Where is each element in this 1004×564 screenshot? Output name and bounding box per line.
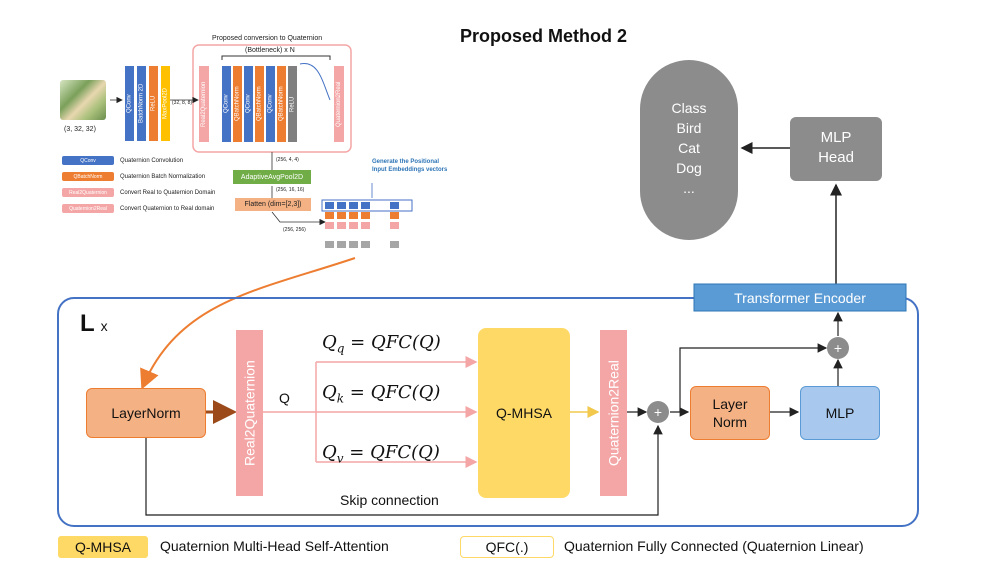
footer-tag-mhsa: Q-MHSA	[58, 536, 148, 558]
repeat-l: L	[80, 310, 95, 337]
legend-desc-qbn: Quaternion Batch Normalization	[120, 173, 206, 180]
eq-q: Qq = QFC(Q)	[322, 332, 441, 356]
add-node-2-label: +	[833, 340, 843, 356]
embedding-grid	[321, 199, 413, 212]
bn-qbn-3: QBatchNorm	[277, 66, 286, 142]
add-node-2	[827, 337, 849, 359]
eq-q-sub: q	[336, 341, 345, 356]
quaternion2real-block: Quaternion2Real	[600, 330, 627, 496]
input-image	[60, 80, 106, 120]
eq-v-sub: v	[336, 451, 344, 466]
footer-desc-qfc: Quaternion Fully Connected (Quaternion L…	[564, 538, 864, 554]
eq-k-lhs: Q	[322, 382, 337, 403]
bottleneck-label: (Bottleneck) x N	[245, 47, 295, 54]
eq-k-sub: k	[336, 391, 345, 406]
footer-tag-qfc: QFC(.)	[460, 536, 554, 558]
pool-block: AdaptiveAvgPool2D	[233, 170, 311, 184]
eq-v-lhs: Q	[322, 442, 337, 463]
page-title: Proposed Method 2	[460, 26, 628, 46]
class-dog: Dog	[676, 160, 702, 176]
class-pill	[640, 60, 738, 240]
repeat-x: x	[100, 318, 108, 334]
stem-relu: ReLU	[149, 66, 158, 141]
legend-tag-r2q: Real2Quaternion	[62, 188, 114, 197]
bottleneck-bracket	[221, 55, 331, 60]
add-node-1	[647, 401, 669, 423]
footer-desc-mhsa: Quaternion Multi-Head Self-Attention	[160, 538, 389, 554]
conversion-title: Proposed conversion to Quaternion	[212, 35, 323, 42]
bottleneck-loop	[299, 63, 331, 101]
legend-tag-qconv: QConv	[62, 156, 114, 165]
eq-q-lhs: Q	[322, 332, 337, 353]
mlp-head-line1: MLP	[820, 129, 852, 146]
class-header: Class	[671, 100, 707, 116]
legend-desc-r2q: Convert Real to Quaternion Domain	[120, 189, 216, 196]
legend-tag-q2r: Quaternion2Real	[62, 204, 114, 213]
shape-pool: (256, 16, 16)	[276, 187, 305, 193]
mini-legend: QConv Quaternion Convolution QBatchNorm …	[62, 156, 215, 213]
input-shape: (3, 32, 32)	[64, 126, 96, 133]
encoder-frame	[57, 297, 919, 527]
embedding-to-layernorm-arrow	[140, 257, 356, 390]
stem-qconv: QConv	[125, 66, 134, 141]
eq-k: Qk = QFC(Q)	[322, 382, 440, 406]
layernorm2-line1: Layer	[712, 396, 748, 412]
bn-qconv-3: QConv	[266, 66, 275, 142]
mlp-head-box	[790, 117, 882, 181]
class-ellipsis: ...	[683, 180, 695, 196]
quat2real-small: Quaternion2Real	[334, 66, 344, 142]
generate-label: Generate the Positional Input Embeddings…	[372, 159, 448, 173]
q-label: Q	[279, 390, 290, 406]
encoder-title: Transformer Encoder	[734, 289, 866, 306]
bn-relu: ReLU	[288, 66, 297, 142]
bn-qconv-2: QConv	[244, 66, 253, 142]
real2quaternion-block: Real2Quaternion	[236, 330, 263, 496]
mlp-head-line2: Head	[818, 149, 854, 166]
bn-qbn-1: QBatchNorm	[233, 66, 242, 142]
embedding-rows	[325, 202, 411, 248]
class-list: Class Bird Cat Dog ...	[640, 98, 738, 198]
stem-batchnorm: BatchNorm 2D	[137, 66, 146, 141]
legend-desc-q2r: Convert Quaternion to Real domain	[120, 205, 215, 212]
layernorm2-block: Layer Norm	[690, 386, 770, 440]
eq-v-rhs: = QFC(Q)	[343, 442, 440, 463]
class-cat: Cat	[678, 140, 700, 156]
skip-connection-line	[145, 424, 663, 516]
legend-desc-qconv: Quaternion Convolution	[120, 157, 184, 164]
eq-v: Qv = QFC(Q)	[322, 442, 440, 466]
layernorm2-line2: Norm	[712, 414, 748, 430]
layernorm-block: LayerNorm	[86, 388, 206, 438]
flatten-block: Flatten (dim=[2,3])	[235, 198, 311, 211]
eq-k-rhs: = QFC(Q)	[344, 382, 441, 403]
eq-q-rhs: = QFC(Q)	[344, 332, 441, 353]
legend-tag-qbn: QBatchNorm	[62, 172, 114, 181]
skip-connection-label: Skip connection	[340, 492, 439, 508]
shape-flat: (256, 256)	[283, 227, 306, 233]
mlp-block: MLP	[800, 386, 880, 440]
mlp-head-label: MLP Head	[790, 128, 882, 168]
bn-qbn-2: QBatchNorm	[255, 66, 264, 142]
bn-qconv-1: QConv	[222, 66, 231, 142]
q-mhsa-block: Q-MHSA	[478, 328, 570, 498]
real2quat-small: Real2Quaternion	[199, 66, 209, 142]
add-node-1-label: +	[653, 404, 663, 420]
stem-shape: (32, 8, 8)	[172, 100, 193, 106]
stem-maxpool: MaxPool2D	[161, 66, 170, 141]
shape-after: (256, 4, 4)	[276, 157, 299, 163]
repeat-label: L x	[80, 310, 108, 338]
class-bird: Bird	[676, 120, 702, 136]
